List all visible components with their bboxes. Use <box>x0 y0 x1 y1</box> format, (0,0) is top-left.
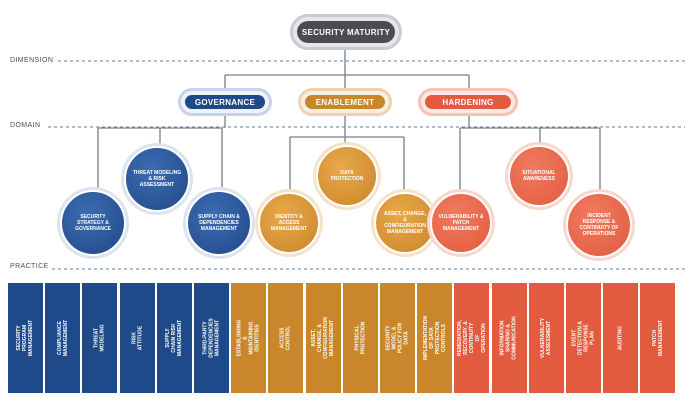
practice-label: SECURITY PROGRAM MANAGEMENT <box>16 319 35 357</box>
practice-column: PHYSICAL PROTECTION <box>342 283 378 393</box>
domain-level-label: DOMAIN <box>10 122 41 129</box>
practice-column: AUDITING <box>603 283 639 393</box>
practice-label: SUPPLY CHAIN RISK MANAGEMENT <box>165 319 184 357</box>
practice-column: INFORMATION SHARING & COMMUNICATION <box>491 283 527 393</box>
domain-vulnerability-patch: VULNERABILITY & PATCH MANAGEMENT <box>430 192 492 254</box>
domain-security-strategy: SECURITY STRATEGY & GOVERNANCE <box>60 190 126 256</box>
dimension-enablement-label: ENABLEMENT <box>305 95 385 109</box>
practice-column: RISK ATTITUDE <box>119 283 155 393</box>
practice-column: IMPLEMENTATION OF DATA PROTECTION CONTRO… <box>417 283 453 393</box>
practice-column: COMPLIANCE MANAGEMENT <box>45 283 81 393</box>
practice-label: RISK ATTITUDE <box>131 325 144 351</box>
practice-column: ACCESS CONTROL <box>268 283 304 393</box>
dimension-hardening-label: HARDENING <box>425 95 511 109</box>
governance-connectors <box>97 115 226 195</box>
domain-data-protection: DATA PROTECTION <box>316 145 378 207</box>
dimension-enablement: ENABLEMENT <box>298 88 392 116</box>
practice-column: PATCH MANAGEMENT <box>640 283 676 393</box>
domain-asset-change-config: ASSET, CHANGE, & CONFIGURATION MANAGEMEN… <box>374 192 436 254</box>
practice-label: PHYSICAL PROTECTION <box>354 321 367 355</box>
practice-label: ASSET, CHANGE, & CONFIGURATION MANAGEMEN… <box>311 317 336 359</box>
practice-column: EVENT DETECTION & RESPONSE PLAN <box>566 283 601 393</box>
practice-label: EVENT DETECTION & RESPONSE PLAN <box>571 321 596 355</box>
practice-column: VULNERABILITY ASSESSMENT <box>528 283 564 393</box>
practice-label: THIRD-PARTY DEPENDENCIES MANAGEMENT <box>202 318 221 358</box>
practice-column: THIRD-PARTY DEPENDENCIES MANAGEMENT <box>194 283 229 393</box>
domain-threat-modeling: THREAT MODELING & RISK ASSESSMENT <box>124 146 190 212</box>
practice-column: ESTABLISHING & MAINTAINING IDENTITIES <box>231 283 267 393</box>
practice-column: SECURITY PROGRAM MANAGEMENT <box>8 283 43 393</box>
domain-supply-chain: SUPPLY CHAIN & DEPENDENCIES MANAGEMENT <box>186 190 252 256</box>
practice-label: ESTABLISHING & MAINTAINING IDENTITIES <box>236 319 261 357</box>
practice-column: ASSET, CHANGE, & CONFIGURATION MANAGEMEN… <box>305 283 341 393</box>
practice-column: SECURITY MODEL & POLICY FOR DATA <box>380 283 415 393</box>
practice-label: REMEDIATION, RECOVERY, & CONTINUITY OF O… <box>456 319 487 357</box>
domain-situational-awareness: SITUATIONAL AWARENESS <box>508 145 570 207</box>
practice-label: THREAT MODELING <box>93 324 106 352</box>
practice-label: INFORMATION SHARING & COMMUNICATION <box>500 316 519 360</box>
practice-column: REMEDIATION, RECOVERY, & CONTINUITY OF O… <box>454 283 490 393</box>
practice-label: IMPLEMENTATION OF DATA PROTECTION CONTRO… <box>422 315 447 361</box>
hardening-connectors <box>459 115 601 195</box>
dimension-governance: GOVERNANCE <box>178 88 272 116</box>
practice-label: SECURITY MODEL & POLICY FOR DATA <box>385 322 410 354</box>
practice-label: COMPLIANCE MANAGEMENT <box>56 319 69 357</box>
root-node-label: SECURITY MATURITY <box>297 21 395 43</box>
practice-label: AUDITING <box>617 325 624 351</box>
practice-column: THREAT MODELING <box>82 283 118 393</box>
practice-column: SUPPLY CHAIN RISK MANAGEMENT <box>156 283 192 393</box>
dimension-governance-label: GOVERNANCE <box>185 95 265 109</box>
root-connectors <box>224 50 470 88</box>
root-node: SECURITY MATURITY <box>290 14 402 50</box>
practice-label: VULNERABILITY ASSESSMENT <box>540 317 553 358</box>
dimension-level-label: DIMENSION <box>10 57 54 64</box>
domain-incident-response: INCIDENT RESPONSE & CONTINUITY OF OPERAT… <box>566 192 632 258</box>
practice-label: ACCESS CONTROL <box>279 325 292 351</box>
dimension-hardening: HARDENING <box>418 88 518 116</box>
enablement-connectors <box>289 115 405 195</box>
domain-identity-access: IDENTITY & ACCESS MANAGEMENT <box>258 192 320 254</box>
practice-level-label: PRACTICE <box>10 263 49 270</box>
practice-label: PATCH MANAGEMENT <box>651 319 664 357</box>
